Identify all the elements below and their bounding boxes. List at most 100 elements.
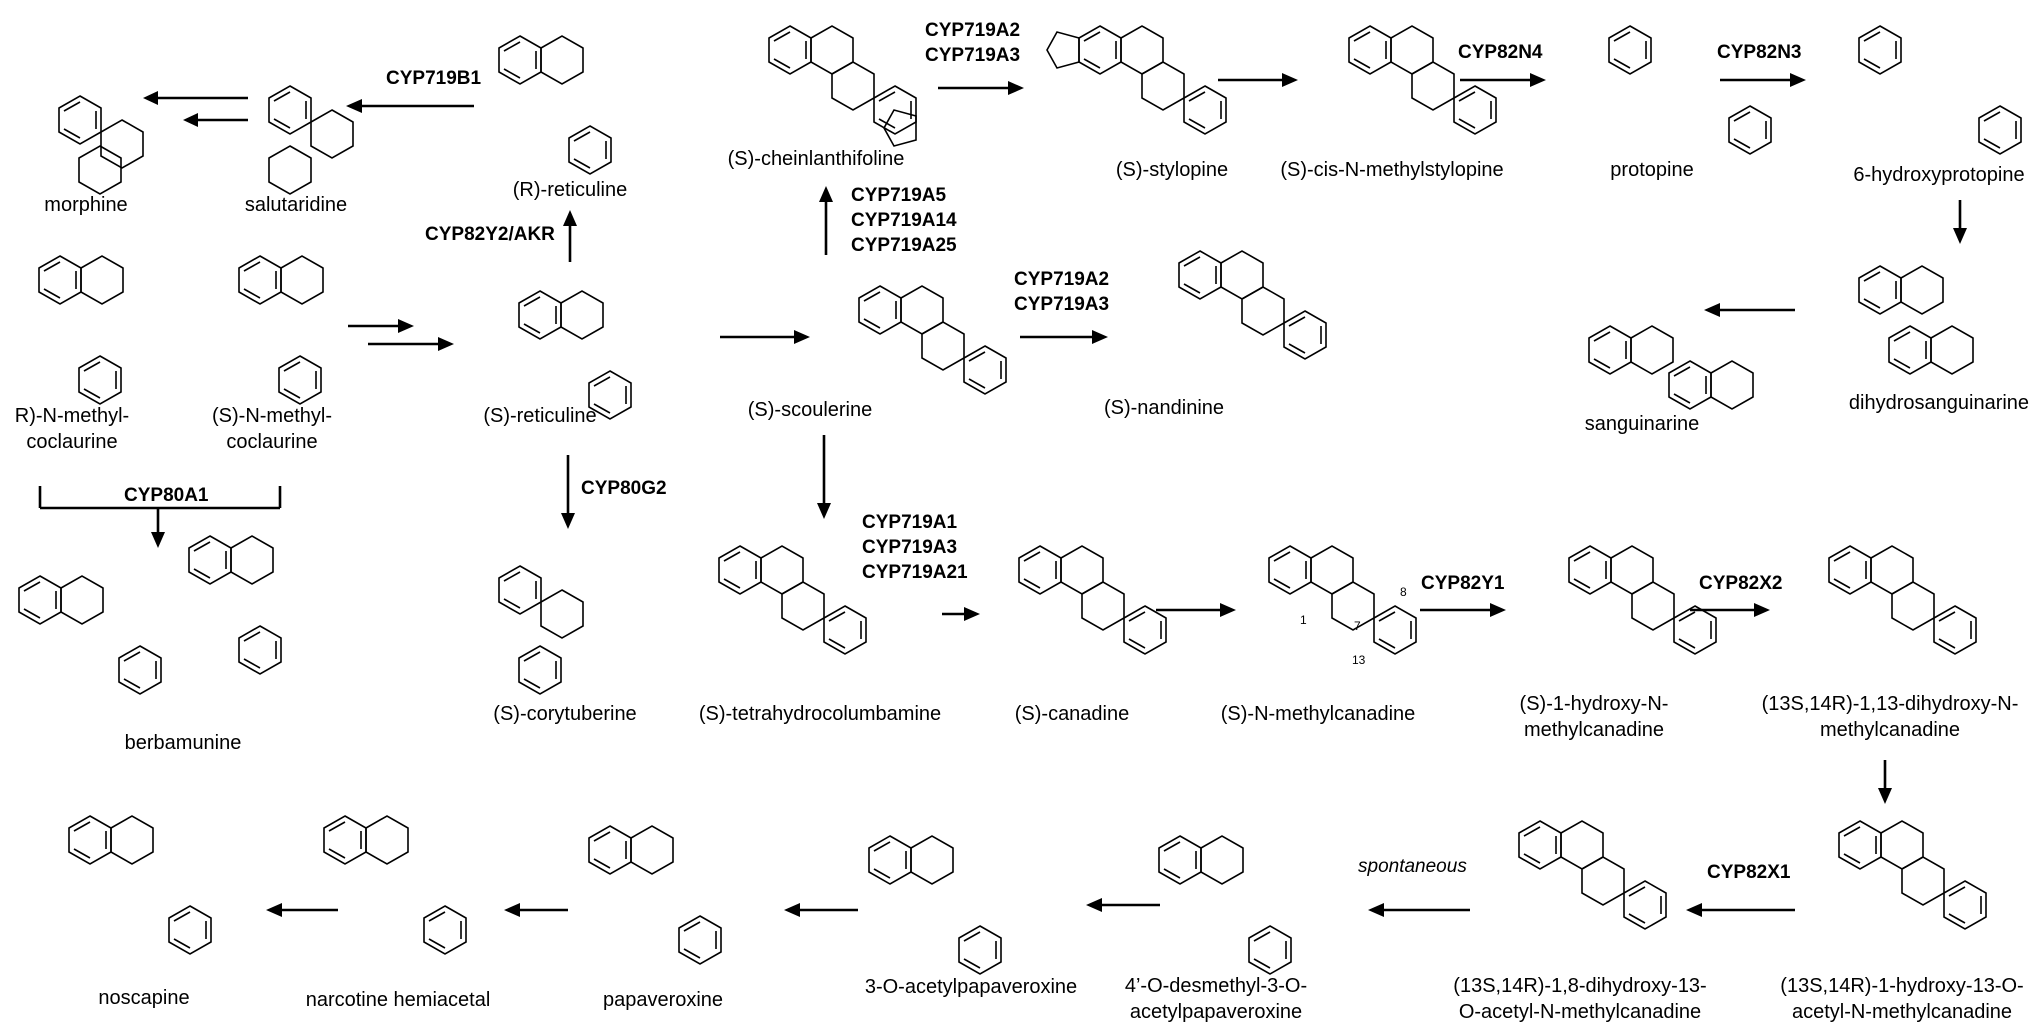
label-scoulerine: (S)-scoulerine <box>747 399 873 421</box>
structure-morphine <box>58 95 144 195</box>
arrow-thc-canadine <box>942 607 980 621</box>
enzyme-cyp82y2-akr: CYP82Y2/AKR <box>425 224 555 245</box>
label-spontaneous: spontaneous <box>1358 856 1467 877</box>
enzyme-cyp82y1: CYP82Y1 <box>1421 573 1505 594</box>
arrow-methylstylopine-protopine <box>1460 73 1546 87</box>
label-stylopine: (S)-stylopine <box>1115 159 1229 181</box>
enzyme-cyp80g2: CYP80G2 <box>581 478 667 499</box>
enzyme-cyp719a2-top-line1: CYP719A2 <box>925 20 1021 41</box>
label-canadine: (S)-canadine <box>1014 703 1130 725</box>
structure-canadine <box>1019 546 1166 654</box>
label-r-n-methylcoclaurine-line1: R)-N-methyl- <box>14 405 130 427</box>
structure-papaveroxine <box>589 826 722 965</box>
label-papaveroxine: papaveroxine <box>602 989 724 1011</box>
label-nandinine: (S)-nandinine <box>1103 397 1225 419</box>
label-desmethyl-line2: acetylpapaveroxine <box>1129 1001 1303 1023</box>
atom-num-7: 7 <box>1354 619 1361 633</box>
label-dihydrosanguinarine: dihydrosanguinarine <box>1848 392 2030 414</box>
label-hydroxy-acetyl-line2: acetyl-N-methylcanadine <box>1791 1001 2013 1023</box>
structure-s-n-methylcoclaurine <box>239 256 323 405</box>
enzyme-cyp719a3-low: CYP719A3 <box>862 537 958 558</box>
structure-tetrahydrocolumbamine <box>719 546 866 654</box>
label-acetylpapaveroxine: 3-O-acetylpapaveroxine <box>864 976 1078 998</box>
enzyme-cyp82n4: CYP82N4 <box>1458 42 1543 63</box>
label-sanguinarine: sanguinarine <box>1584 413 1700 435</box>
bracket-cyp80a1 <box>38 486 282 548</box>
label-hydroxy-acetyl-line1: (13S,14R)-1-hydroxy-13-O- <box>1780 975 2024 997</box>
atom-num-8: 8 <box>1400 585 1407 599</box>
label-berbamunine: berbamunine <box>124 732 242 754</box>
label-protopine: protopine <box>1610 159 1694 181</box>
arrow-cheinlanthifoline-stylopine <box>938 81 1024 95</box>
label-r-reticuline: (R)-reticuline <box>512 179 628 201</box>
enzyme-cyp719a25: CYP719A25 <box>851 235 957 256</box>
structure-s-reticuline <box>519 291 632 420</box>
arrow-s-reticuline-r-reticuline <box>563 210 577 262</box>
arrow-acetyl-to-papaveroxine <box>784 903 858 917</box>
enzyme-cyp719a5-group: CYP719A5 CYP719A14 CYP719A25 <box>851 183 957 258</box>
arrow-scoulerine-tetrahydrocolumbamine <box>817 435 831 519</box>
structure-berbamunine <box>19 576 162 695</box>
arrow-stylopine-methylstylopine <box>1218 73 1298 87</box>
enzyme-cyp80a1: CYP80A1 <box>124 485 209 506</box>
structure-scoulerine <box>859 286 1006 394</box>
arrow-papaveroxine-to-hemiacetal <box>504 903 568 917</box>
arrow-canadine-n-methylcanadine <box>1156 603 1236 617</box>
label-desmethyl-line1: 4’-O-desmethyl-3-O- <box>1124 975 1308 997</box>
arrow-hydroxy-acetyl-to-dihydroxy-acetyl <box>1686 903 1795 917</box>
structure-corytuberine <box>498 565 584 695</box>
arrow-dihydroxy-down <box>1878 760 1892 804</box>
enzyme-cyp719a1: CYP719A1 <box>862 512 958 533</box>
structure-sanguinarine <box>1589 326 1753 409</box>
structure-desmethyl-acetylpapaveroxine <box>1159 836 1292 975</box>
label-dihydroxy-acetyl-line2: O-acetyl-N-methylcanadine <box>1458 1001 1702 1023</box>
label-r-n-methylcoclaurine-line2: coclaurine <box>26 431 118 453</box>
enzyme-cyp82x2: CYP82X2 <box>1699 573 1783 594</box>
label-n-methylcanadine: (S)-N-methylcanadine <box>1220 703 1416 725</box>
arrow-scoulerine-cheinlanthifoline <box>819 186 833 255</box>
enzyme-cyp719a3-top-line2: CYP719A3 <box>925 45 1021 66</box>
structure-berbamunine-b <box>189 536 282 675</box>
structure-nandinine <box>1179 251 1326 359</box>
label-corytuberine: (S)-corytuberine <box>493 703 637 725</box>
structure-n-methylcanadine <box>1269 546 1416 654</box>
structure-acetylpapaveroxine <box>869 836 1002 975</box>
label-noscapine: noscapine <box>98 987 190 1009</box>
label-dihydroxy-line2: methylcanadine <box>1819 719 1961 741</box>
label-tetrahydrocolumbamine: (S)-tetrahydrocolumbamine <box>698 703 942 725</box>
enzyme-cyp719a5: CYP719A5 <box>851 185 947 206</box>
label-dihydroxy-acetyl-line1: (13S,14R)-1,8-dihydroxy-13- <box>1453 975 1707 997</box>
label-1-hydroxy-line1: (S)-1-hydroxy-N- <box>1519 693 1669 715</box>
label-salutaridine: salutaridine <box>244 194 348 216</box>
atom-num-1: 1 <box>1300 613 1307 627</box>
arrow-protopine-hydroxyprotopine <box>1720 73 1806 87</box>
label-narcotine-hemiacetal: narcotine hemiacetal <box>305 989 491 1011</box>
enzyme-cyp719a1-group: CYP719A1 CYP719A3 CYP719A21 <box>862 510 968 585</box>
enzyme-cyp719a21: CYP719A21 <box>862 562 968 583</box>
atom-num-13: 13 <box>1352 653 1366 667</box>
enzyme-cyp719b1: CYP719B1 <box>386 68 482 89</box>
structure-dihydrosanguinarine <box>1859 266 1973 374</box>
label-1-hydroxy-line2: methylcanadine <box>1523 719 1665 741</box>
structure-dihydroxy-n-methylcanadine <box>1829 546 1976 654</box>
label-dihydroxy-line1: (13S,14R)-1,13-dihydroxy-N- <box>1761 693 2019 715</box>
structure-cheinlanthifoline <box>769 26 917 147</box>
structure-1-hydroxy-n-methylcanadine <box>1569 546 1716 654</box>
enzyme-cyp82x1: CYP82X1 <box>1707 862 1791 883</box>
label-cheinlanthifoline: (S)-cheinlanthifoline <box>727 148 905 170</box>
structure-noscapine <box>69 816 212 955</box>
arrow-reticuline-scoulerine <box>720 330 810 344</box>
arrow-scoulerine-nandinine <box>1020 330 1108 344</box>
label-n-methylstylopine: (S)-cis-N-methylstylopine <box>1280 159 1504 181</box>
arrow-desmethyl-to-acetyl <box>1086 898 1160 912</box>
structure-narcotine-hemiacetal <box>324 816 467 955</box>
structure-salutaridine <box>268 85 354 195</box>
enzyme-cyp719a2-mid: CYP719A2 CYP719A3 <box>1014 267 1109 317</box>
label-morphine: morphine <box>44 194 128 216</box>
structure-stylopine <box>1046 26 1226 134</box>
arrow-dihydrosanguinarine-sanguinarine <box>1704 303 1795 317</box>
arrow-hydroxyprotopine-dihydrosanguinarine <box>1953 200 1967 244</box>
arrow-reticuline-corytuberine <box>561 455 575 529</box>
arrow-n-methylcanadine-1-hydroxy <box>1420 603 1506 617</box>
